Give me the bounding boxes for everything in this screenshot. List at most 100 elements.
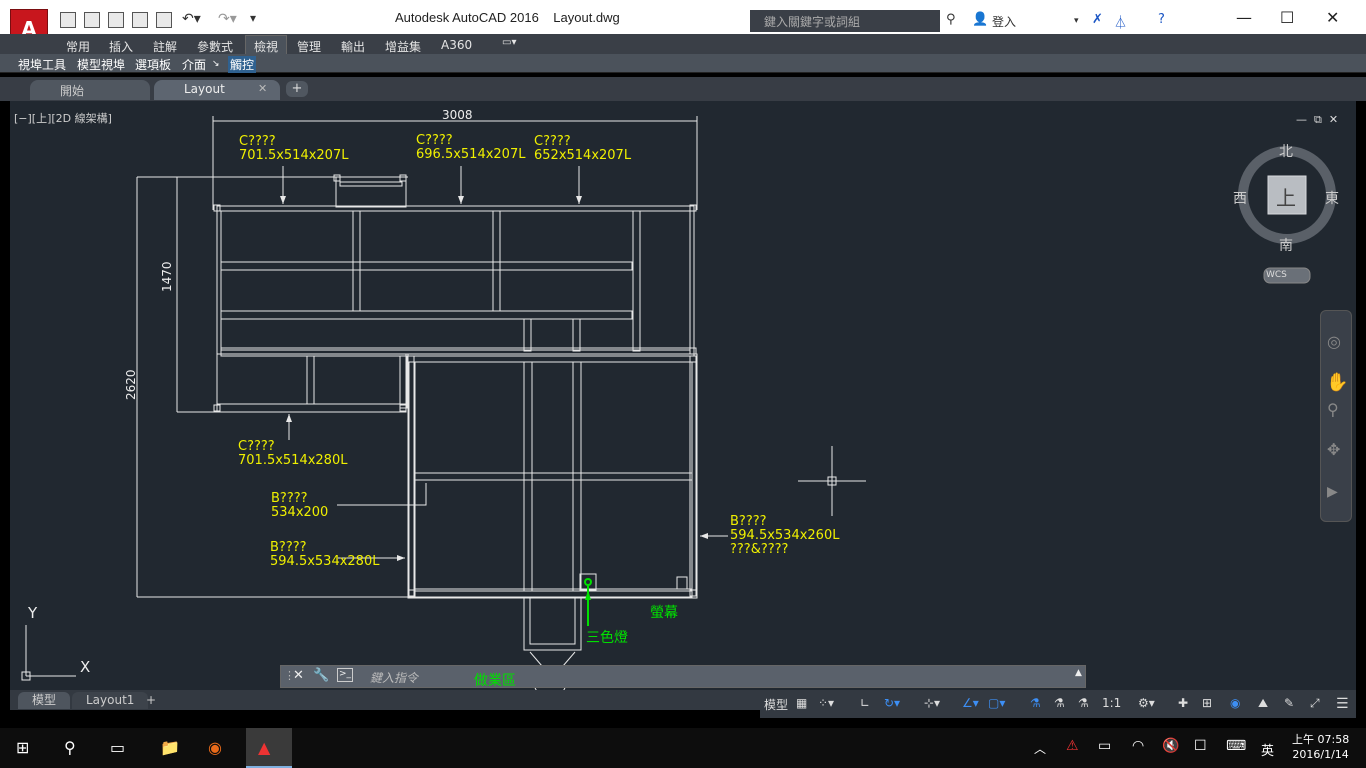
viewport-window-controls[interactable]: — ⧉ ✕ [1296,113,1339,126]
command-input[interactable]: 鍵入指令 [370,671,419,685]
autocad-taskbar-button[interactable] [246,728,292,768]
workspace-gear-icon[interactable]: ⚙▾ [1138,696,1155,710]
tab-home[interactable]: 常用 [66,40,91,54]
ime-indicator[interactable]: 英 [1261,744,1275,759]
minimize-button[interactable]: — [1236,8,1252,27]
palettes-button[interactable]: 選項板 [135,58,172,72]
firefox-icon[interactable]: ◉ [208,738,222,757]
sign-in-button[interactable]: 登入 [992,15,1017,29]
interface-expand-icon[interactable]: ↘ [212,59,220,69]
open-icon[interactable] [84,12,100,28]
save-icon[interactable] [108,12,124,28]
model-viewports-button[interactable]: 模型視埠 [77,58,126,72]
tab-view[interactable]: 檢視 [245,35,288,57]
clean-screen-icon[interactable]: ✎ [1284,696,1295,710]
zoom-icon[interactable]: ⚲ [1327,400,1339,419]
exchange-icon[interactable]: ✗ [1092,12,1103,27]
command-close-icon[interactable]: ✕ [293,668,304,683]
command-history-icon[interactable]: ▲ [1075,668,1082,678]
qat-customize-icon[interactable]: ▾ [250,11,257,25]
redo-icon[interactable]: ↷▾ [218,11,237,27]
wcs-menu[interactable]: WCS [1266,270,1287,280]
binoculars-icon[interactable]: ⚲ [946,12,956,27]
acrobat-tray-icon[interactable]: ⚠ [1066,738,1079,754]
annotation-scale-value[interactable]: 1:1 [1102,696,1122,710]
tab-model[interactable]: 模型 [18,692,71,709]
fullscreen-icon[interactable]: ⤢ [1310,696,1320,710]
tab-a360[interactable]: A360 [441,38,473,52]
new-icon[interactable] [60,12,76,28]
steering-wheel-icon[interactable]: ◎ [1327,332,1341,351]
polar-icon[interactable]: ↻▾ [884,696,901,710]
work-area-label: 做業區 [474,673,516,689]
object-snap-icon[interactable]: ▢▾ [988,696,1006,710]
ribbon-minimize-icon[interactable]: ▭▾ [502,37,517,48]
wifi-icon[interactable]: ◠ [1132,738,1145,754]
search-input[interactable]: 鍵入關鍵字或詞組 [750,10,940,32]
cabinet-label-2: C????696.5x514x207L [416,133,526,162]
tab-annotate[interactable]: 註解 [153,40,178,54]
viewport-tools-button[interactable]: 視埠工具 [18,58,67,72]
file-explorer-icon[interactable]: 📁 [160,738,180,757]
auto-scale-icon[interactable]: ⚗ [1054,696,1065,710]
showmotion-icon[interactable]: ▶ [1327,484,1338,500]
viewcube-compass[interactable] [1232,138,1342,288]
customization-menu-icon[interactable]: ☰ [1336,696,1349,712]
task-view-icon[interactable]: ▭ [110,738,126,757]
units-icon[interactable]: ⊞ [1202,696,1213,710]
viewcube-top-face[interactable]: 上 [1276,186,1296,210]
command-customize-icon[interactable]: 🔧 [313,668,330,683]
help-icon[interactable]: ? [1158,12,1165,27]
tab-insert[interactable]: 插入 [109,40,134,54]
viewcube-north[interactable]: 北 [1279,144,1293,160]
sign-in-dropdown-icon[interactable]: ▾ [1074,16,1079,26]
annotation-monitor-icon[interactable]: ✚ [1178,696,1189,710]
hardware-acceleration-icon[interactable]: ⛰ [1258,696,1269,710]
command-grip-icon[interactable]: ⋮ [284,669,295,682]
tab-parametric[interactable]: 參數式 [197,40,234,54]
search-icon[interactable]: ⚲ [64,738,76,757]
pan-icon[interactable]: ✋ [1326,372,1349,393]
ortho-icon[interactable]: ∟ [860,696,871,710]
user-icon[interactable]: 👤 [972,12,989,27]
viewport-controls[interactable]: [−][上][2D 線架構] [14,112,112,125]
plot-icon[interactable] [156,12,172,28]
grid-icon[interactable]: ▦ [796,696,808,710]
viewcube-west[interactable]: 西 [1233,191,1247,207]
tab-addins[interactable]: 增益集 [385,40,422,54]
isolate-objects-icon[interactable]: ◉ [1230,696,1241,710]
model-space-button[interactable]: 模型 [764,698,789,712]
maximize-button[interactable]: ☐ [1280,8,1295,27]
save-as-icon[interactable] [132,12,148,28]
show-hidden-icons-icon[interactable]: ︿ [1034,742,1047,756]
tab-start[interactable]: 開始 [30,80,150,100]
a360-icon[interactable]: ⏃ [1114,16,1128,31]
interface-button[interactable]: 介面 [182,58,207,72]
volume-muted-icon[interactable]: 🔇 [1162,738,1180,754]
annotation-scale-icon[interactable]: ⚗ [1078,696,1089,710]
tab-manage[interactable]: 管理 [297,40,322,54]
new-tab-button[interactable]: + [286,81,308,97]
notifications-icon[interactable]: ☐ [1194,738,1207,754]
close-button[interactable]: ✕ [1326,8,1340,27]
tab-layout[interactable]: Layout [154,80,280,100]
annotation-visibility-icon[interactable]: ⚗ [1030,696,1041,710]
orbit-icon[interactable]: ✥ [1327,440,1341,459]
object-snap-tracking-icon[interactable]: ∠▾ [962,696,979,710]
tab-output[interactable]: 輸出 [341,40,366,54]
touch-button[interactable]: 觸控 [228,56,257,73]
new-layout-button[interactable]: + [146,693,157,707]
viewcube-east[interactable]: 東 [1325,191,1339,207]
undo-icon[interactable]: ↶▾ [182,11,201,27]
keyboard-icon[interactable]: ⌨ [1226,738,1247,754]
snap-icon[interactable]: ⁘▾ [818,696,835,710]
tab-layout1[interactable]: Layout1 [72,692,149,709]
drawing-canvas[interactable] [10,101,1356,690]
battery-icon[interactable]: ▭ [1098,738,1112,754]
start-icon[interactable]: ⊞ [16,738,30,757]
recent-commands-icon[interactable]: >_ [337,668,353,682]
isodraft-icon[interactable]: ⊹▾ [924,696,941,710]
viewcube-south[interactable]: 南 [1279,238,1293,254]
close-tab-icon[interactable]: ✕ [258,82,268,95]
